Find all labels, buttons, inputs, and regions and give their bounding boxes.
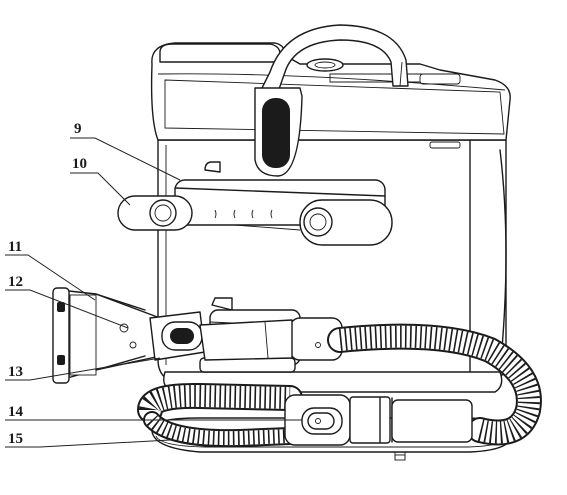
callout-number-15: 15 — [8, 431, 23, 447]
callout-number-13: 13 — [8, 364, 23, 380]
carry-handle — [254, 24, 409, 177]
callout-number-11: 11 — [8, 239, 23, 255]
callout-number-9: 9 — [74, 121, 82, 137]
nozzle-connector — [149, 311, 343, 361]
callout-number-10: 10 — [72, 156, 87, 172]
flexible-hose — [137, 323, 542, 448]
callout-leaders — [5, 137, 302, 448]
callout-number-14: 14 — [8, 404, 23, 420]
accessory-rack — [117, 161, 393, 246]
upholstery-tool — [52, 287, 166, 384]
hose-handle — [284, 394, 473, 446]
callout-number-12: 12 — [8, 274, 23, 290]
